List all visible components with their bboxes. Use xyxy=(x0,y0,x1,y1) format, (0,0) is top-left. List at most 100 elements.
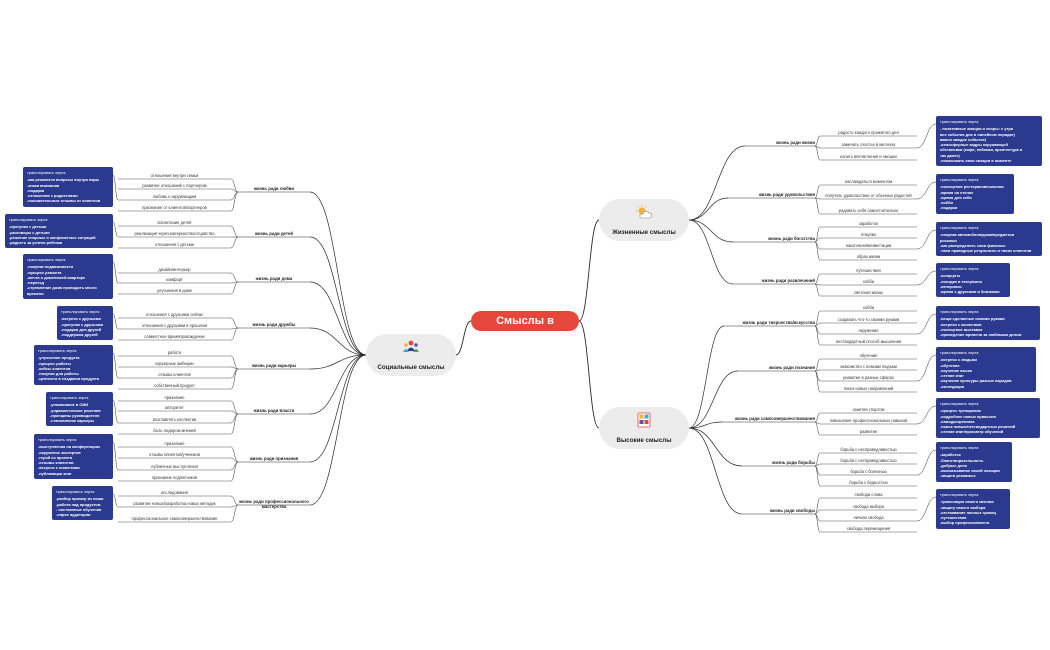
leaf-node[interactable]: нестандартный способ мышления xyxy=(835,339,902,344)
leaf-node[interactable]: хобби xyxy=(862,279,875,284)
leaf-node[interactable]: копить впечатления и эмоции xyxy=(840,154,897,159)
leaf-node[interactable]: работа xyxy=(167,350,182,355)
note-heading: транслировать через: xyxy=(940,225,980,230)
leaf-node[interactable]: отношения с детьми xyxy=(155,242,194,247)
leaf-node[interactable]: развитие новых/разработка новых методик xyxy=(133,501,216,506)
hub-life-meanings[interactable]: Жизненные смыслы xyxy=(599,199,689,241)
leaf-node[interactable]: личная свобода xyxy=(853,515,884,520)
leaf-node[interactable]: свобода слова xyxy=(854,492,883,497)
leaf-node[interactable]: развитие отношений с партнером xyxy=(142,183,207,188)
connector-line xyxy=(112,493,119,508)
leaf-node[interactable]: любовь к окружающим xyxy=(152,194,197,199)
branch-label[interactable]: жизнь ради карьеры xyxy=(251,363,297,368)
leaf-node[interactable]: отзывы клиентов/учеников xyxy=(149,452,200,457)
note-card: транслировать через:-посещение ресторано… xyxy=(936,174,1014,214)
branch-label[interactable]: жизнь ради детей xyxy=(254,231,294,236)
leaf-node[interactable]: совместное времяпровождение xyxy=(144,334,205,339)
hub-high-meanings[interactable]: Высокие смыслы xyxy=(599,407,689,449)
connector-line xyxy=(112,261,119,284)
connector-line xyxy=(578,219,600,322)
leaf-node[interactable]: быть лидером мнений xyxy=(153,428,196,433)
leaf-node[interactable]: профессиональное самосовершенствование xyxy=(131,516,218,521)
leaf-node[interactable]: наслаждаться моментом xyxy=(844,179,893,184)
leaf-node[interactable]: свобода перемещения xyxy=(846,526,891,531)
branch-label[interactable]: жизнь ради удовольствия xyxy=(758,192,815,197)
leaf-node[interactable]: заработок xyxy=(858,221,879,226)
leaf-node[interactable]: создавать что-то своими руками xyxy=(837,317,900,322)
leaf-node[interactable]: хобби xyxy=(862,305,875,310)
leaf-node[interactable]: исследования xyxy=(161,490,188,495)
branch-label[interactable]: жизнь ради свободы xyxy=(769,508,815,513)
leaf-node[interactable]: путешествия xyxy=(856,268,881,273)
leaf-node[interactable]: борьба с бедностью xyxy=(849,480,888,485)
leaf-node[interactable]: собственный продукт xyxy=(154,383,195,388)
connector-line xyxy=(230,327,239,341)
leaf-node[interactable]: отзывы клиентов xyxy=(158,372,191,377)
branch-label[interactable]: жизнь ради познания xyxy=(769,365,815,370)
leaf-node[interactable]: отношения внутри семьи xyxy=(150,173,199,178)
connector-line xyxy=(814,497,821,515)
connector-line xyxy=(814,358,821,372)
leaf-node[interactable]: отношения с друзьями в прошлом xyxy=(141,323,208,328)
leaf-node[interactable]: окружение xyxy=(858,328,879,333)
branch-label[interactable]: жизнь ради признания xyxy=(249,456,299,461)
branch-label[interactable]: жизнь ради развлечений xyxy=(761,278,815,283)
connector-line xyxy=(814,513,821,533)
branch-label[interactable]: жизнь ради творчества/искусства xyxy=(742,320,815,325)
note-body: -прогулки с детьми -разговоры с детьми -… xyxy=(9,224,96,246)
leaf-node[interactable]: реализация через материнство/отцовство xyxy=(134,231,215,236)
leaf-node[interactable]: признание подписчиков xyxy=(151,475,198,480)
leaf-node[interactable]: дизайн/интерьер xyxy=(158,267,191,272)
connector-line xyxy=(112,221,119,238)
leaf-node[interactable]: знакомство с новыми людьми xyxy=(840,364,897,369)
leaf-node[interactable]: развитие xyxy=(859,429,878,434)
leaf-node[interactable]: борьба с несправедливостью xyxy=(840,447,897,452)
leaf-node[interactable]: накопления/инвестиции xyxy=(845,243,892,248)
leaf-node[interactable]: светская жизнь xyxy=(854,290,883,295)
leaf-node[interactable]: возглавлять коллектив xyxy=(152,417,197,422)
leaf-node[interactable]: борьба с болезнью xyxy=(850,469,887,474)
leaf-node[interactable]: занятия спортом xyxy=(852,407,885,412)
connector-line xyxy=(814,283,821,297)
leaf-node[interactable]: комфорт xyxy=(166,277,183,282)
leaf-node[interactable]: покупки xyxy=(861,232,876,237)
branch-label[interactable]: жизнь ради дружбы xyxy=(252,322,296,327)
note-heading: транслировать через: xyxy=(9,217,49,222)
leaf-node[interactable]: повышение профессиональных навыков xyxy=(829,418,908,423)
leaf-node[interactable]: признание xyxy=(164,441,185,446)
leaf-node[interactable]: получать удовольствие от обычных радосте… xyxy=(825,193,912,198)
leaf-node[interactable]: улучшения в доме xyxy=(156,288,193,293)
connector-line xyxy=(230,191,239,212)
leaf-node[interactable]: радовать себя самостоятельно xyxy=(838,208,899,213)
leaf-node[interactable]: карьерные амбиции xyxy=(155,361,194,366)
leaf-node[interactable]: авторитет xyxy=(165,405,184,410)
leaf-node[interactable]: поиск новых направлений xyxy=(843,386,894,391)
branch-label[interactable]: жизнь ради любви xyxy=(253,186,295,191)
leaf-node[interactable]: признание xyxy=(164,395,185,400)
leaf-node[interactable]: отношения с друзьями сейчас xyxy=(145,312,204,317)
branch-label[interactable]: жизнь ради власти xyxy=(253,408,295,413)
branch-label[interactable]: жизнь ради профессионального мастерства xyxy=(239,499,309,509)
leaf-node[interactable]: воспитание детей xyxy=(157,220,192,225)
branch-label[interactable]: жизнь ради богатства xyxy=(768,236,815,241)
note-card: транслировать через:-встречи с людьми -о… xyxy=(936,347,1036,393)
branch-label[interactable]: жизнь ради жизни xyxy=(776,140,815,145)
leaf-node[interactable]: замечать счастье в мелочах xyxy=(841,142,896,147)
leaf-node[interactable]: свобода выбора xyxy=(852,504,885,509)
branch-label[interactable]: жизнь ради самосовершенствования xyxy=(735,416,815,421)
hub-social-meanings[interactable]: Социальные смыслы xyxy=(366,334,456,376)
branch-label[interactable]: жизнь ради дома xyxy=(255,276,293,281)
leaf-node[interactable]: борьба с несправедливостью xyxy=(840,458,897,463)
root-node[interactable]: Смыслы в контенте xyxy=(471,311,579,347)
leaf-node[interactable]: радость каждого прожитого дня xyxy=(838,130,899,135)
branch-label[interactable]: жизнь ради борьбы xyxy=(772,460,815,465)
leaf-node[interactable]: образ жизни xyxy=(856,254,881,259)
leaf-node[interactable]: обучение xyxy=(859,353,878,358)
leaf-node[interactable]: признание от клиентов/партнеров xyxy=(142,205,207,210)
leaf-node[interactable]: развитие в разных сферах xyxy=(843,375,894,380)
connector-line xyxy=(309,236,367,356)
leaf-node[interactable]: публичные выступления xyxy=(151,464,198,469)
note-body: -посещение ресторанов/салонов -время на … xyxy=(940,184,1004,211)
connector-line xyxy=(309,191,367,356)
connector-line xyxy=(916,313,937,335)
